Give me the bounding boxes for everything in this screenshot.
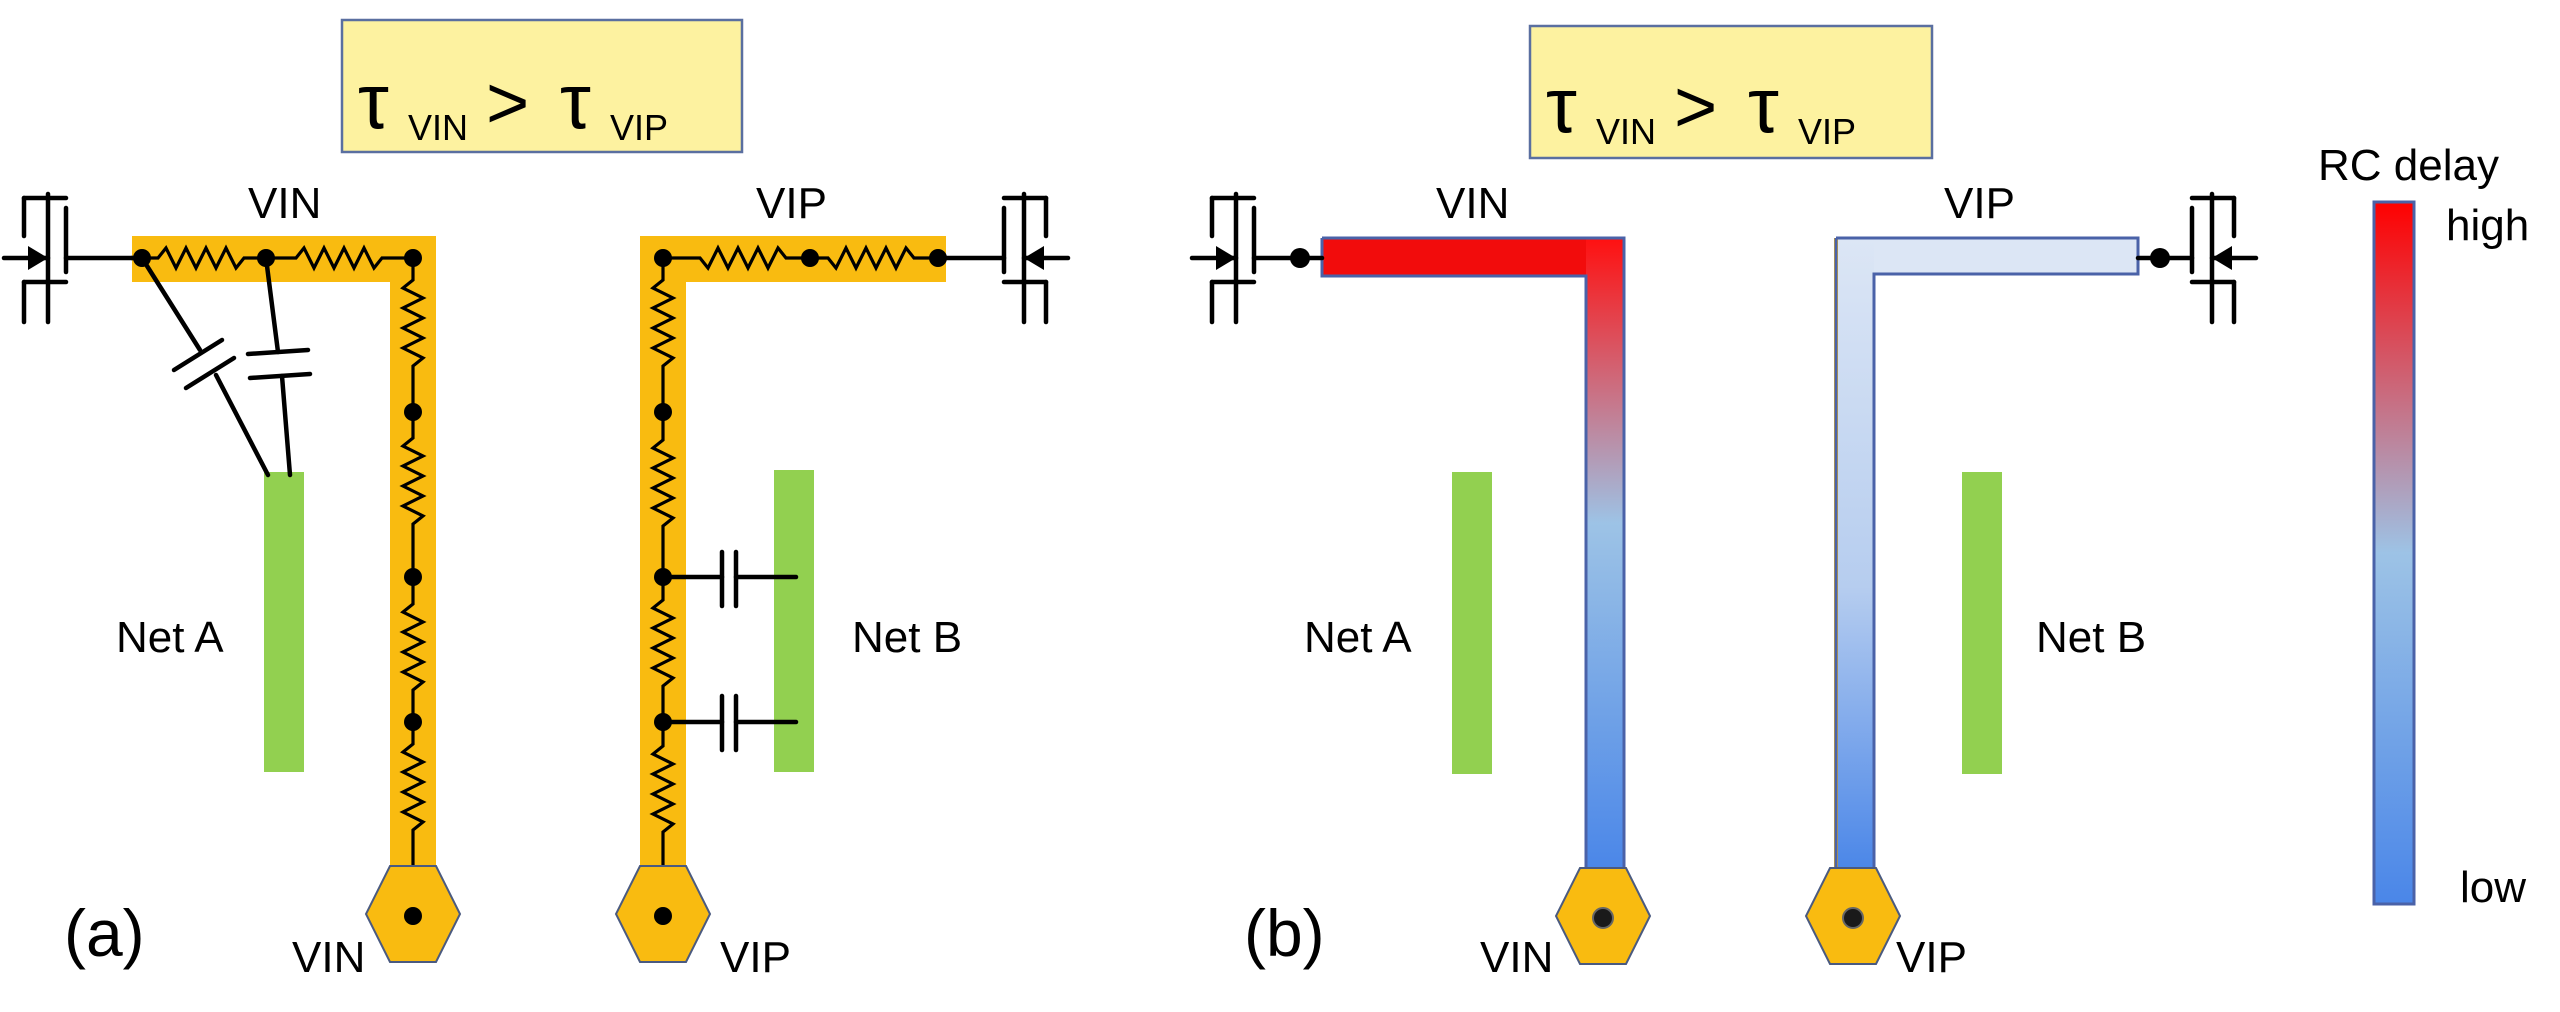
vip-wire-label-b: VIP [1944,179,2015,228]
panel-a-title: τ VIN > τ VIP [340,18,744,154]
tau-symbol: τ [358,57,389,145]
greater-than: > [486,61,529,144]
net-a-label-b: Net A [1304,613,1412,662]
vip-pad-b: VIP [1804,867,1967,982]
vip-wire-label-a: VIP [756,179,827,228]
panel-b-label: (b) [1244,896,1325,970]
tau-symbol-2-b: τ [1748,61,1779,149]
panel-b: τ VIN > τ VIP Net A Net B [1189,24,2259,982]
tau-symbol-b: τ [1546,61,1577,149]
net-a-bar [264,472,304,772]
vin-wire-label-b: VIN [1436,179,1509,228]
vin-pad-b: VIN [1480,867,1652,982]
net-b-bar-b [1962,472,2002,774]
vip-pad-label-b: VIP [1896,933,1967,982]
net-b-label: Net B [852,613,962,662]
vip-pad-label-a: VIP [720,933,791,982]
colorbar-title: RC delay [2318,141,2499,190]
tau-subscript-vin: VIN [408,107,468,148]
vin-pad-label-a: VIN [292,933,365,982]
colorbar-gradient [2372,200,2416,906]
net-b-bar [774,470,814,772]
colorbar-high-label: high [2446,201,2529,250]
vip-pad-a: VIP [614,865,791,982]
colorbar-low-label: low [2460,863,2526,912]
pmos-transistor-vip-b [2135,191,2259,325]
tau-subscript-vip: VIP [610,107,668,148]
vin-pad-a: VIN [292,865,462,982]
tau-symbol-2: τ [560,57,591,145]
nmos-transistor-vin-b [1189,191,1325,325]
panel-a-label: (a) [64,896,145,970]
vin-pad-label-b: VIN [1480,933,1553,982]
panel-a: τ VIN > τ VIP Net A Net B [1,18,1071,982]
net-a-label: Net A [116,613,224,662]
panel-b-title: τ VIN > τ VIP [1528,24,1934,160]
greater-than-b: > [1674,65,1717,148]
tau-subscript-vin-b: VIN [1596,111,1656,152]
net-a-bar-b [1452,472,1492,774]
tau-subscript-vip-b: VIP [1798,111,1856,152]
vin-wire-label-a: VIN [248,179,321,228]
nmos-transistor-vin [1,191,135,325]
rc-delay-colorbar: RC delay high low [2318,141,2529,912]
net-b-label-b: Net B [2036,613,2146,662]
vin-resistor-network [129,244,427,870]
vip-trace-b [1834,236,2140,874]
vip-resistor-network [649,244,947,870]
pmos-transistor-vip [937,191,1071,325]
